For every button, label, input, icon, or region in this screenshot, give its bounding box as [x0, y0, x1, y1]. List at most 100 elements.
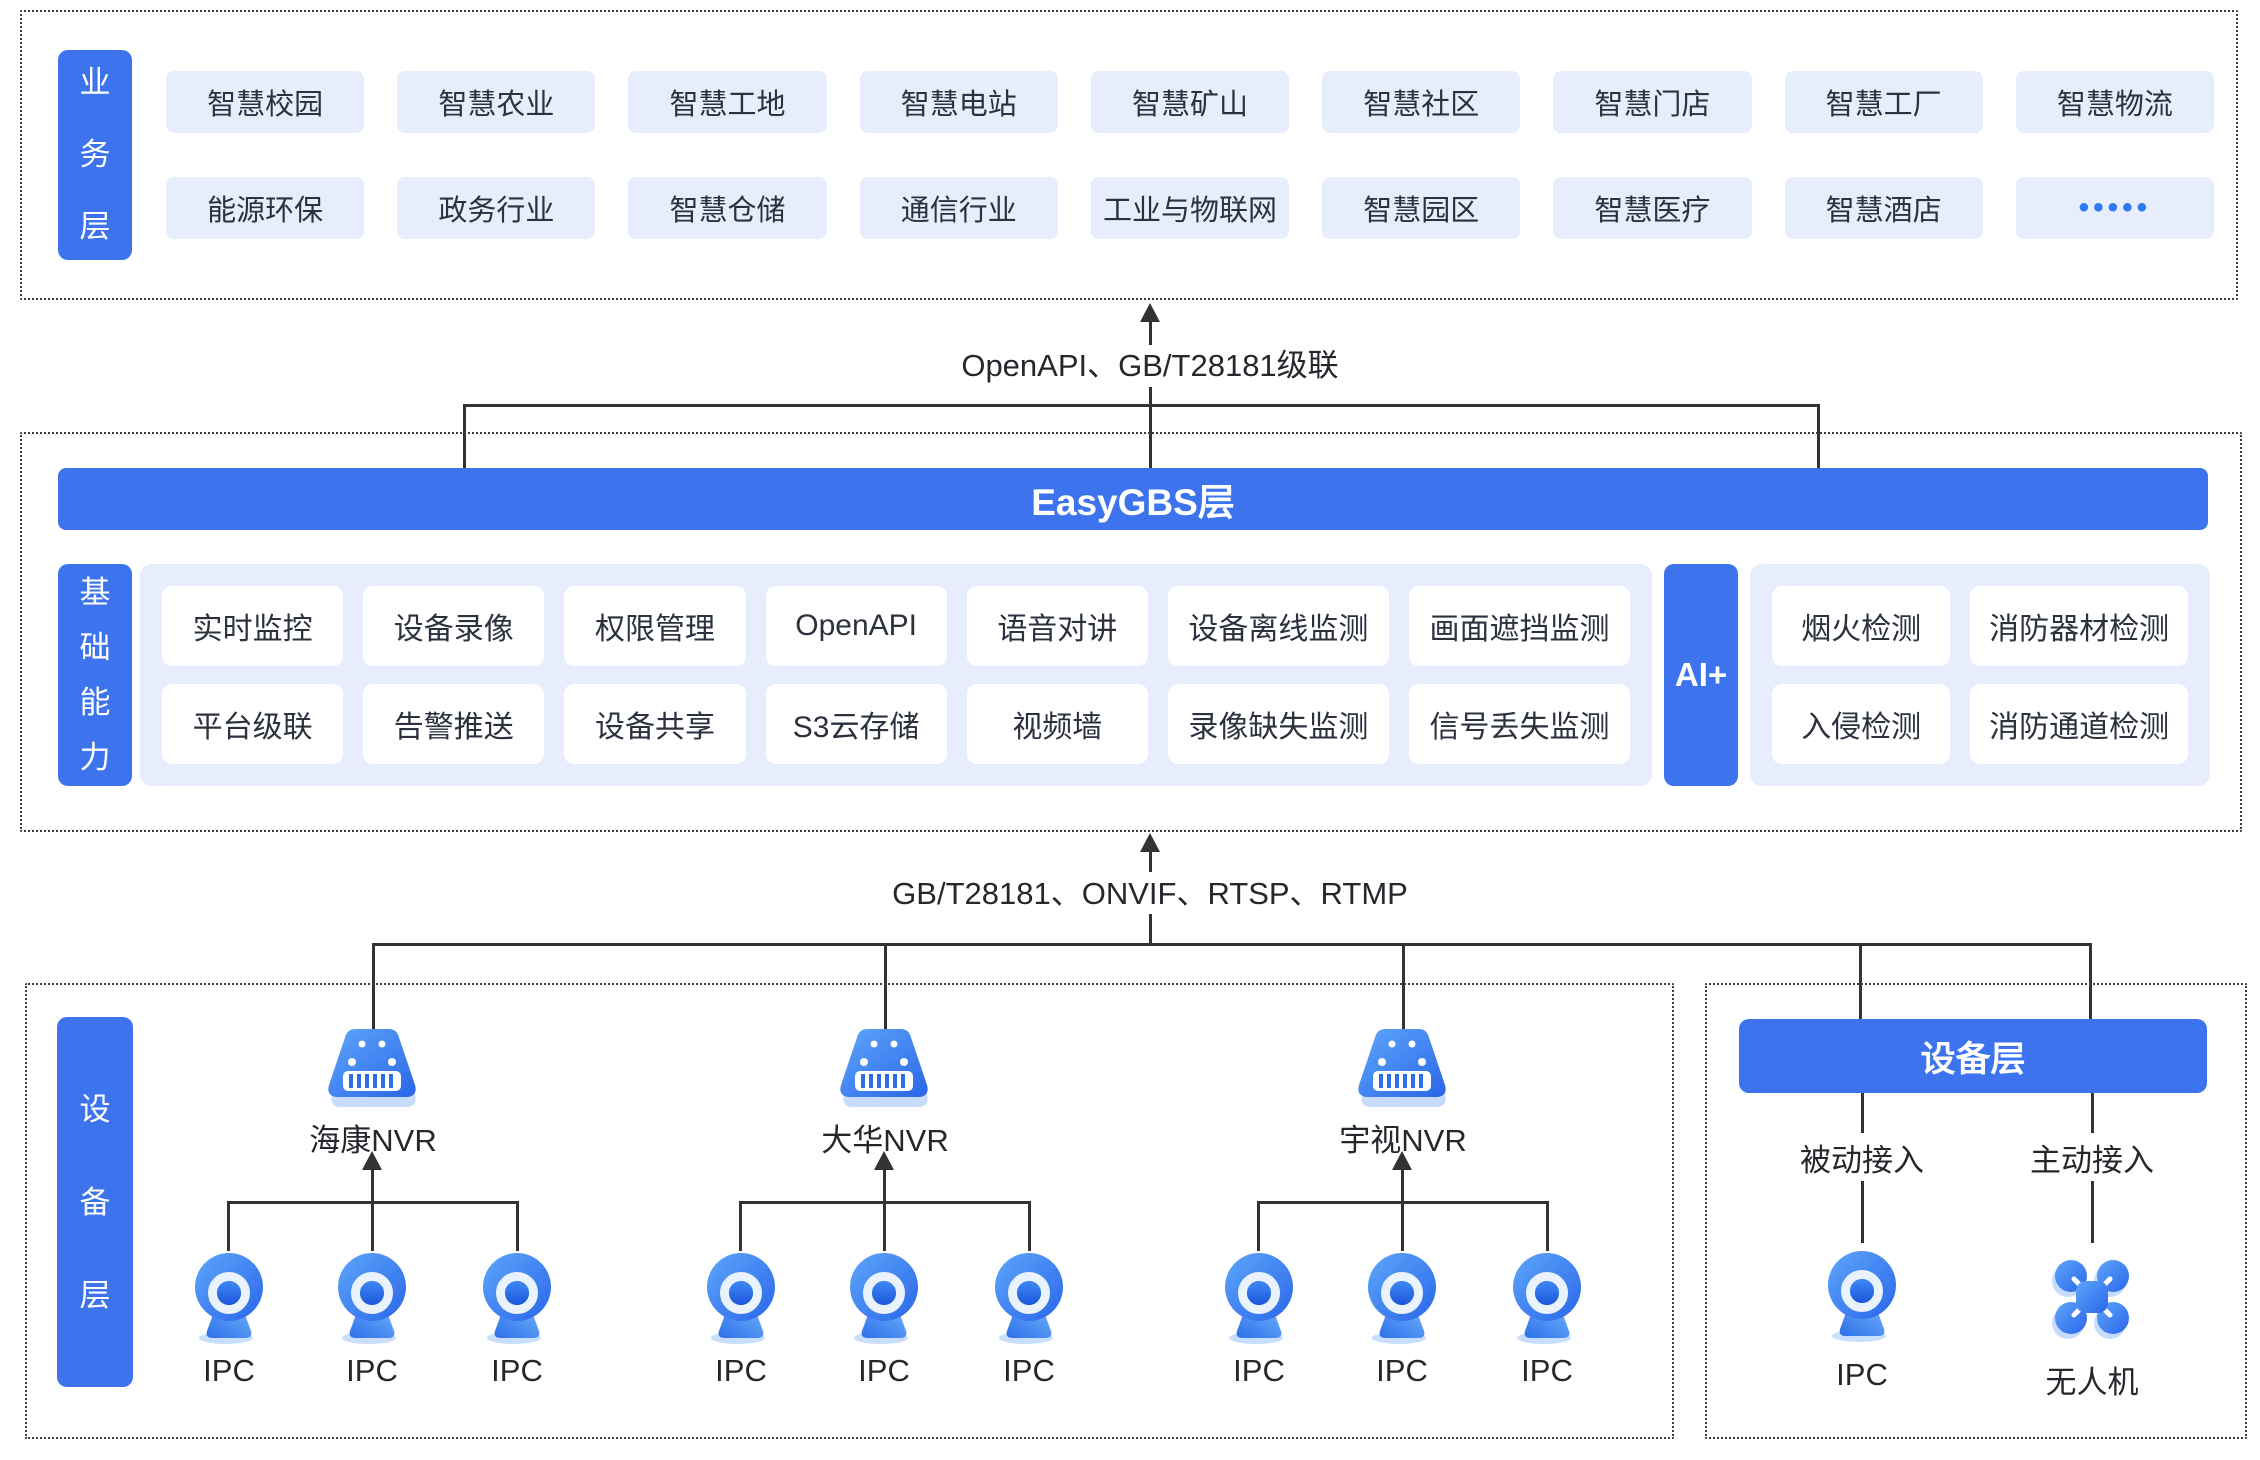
- capability-panel: 实时监控 设备录像 权限管理 OpenAPI 语音对讲 设备离线监测 画面遮挡监…: [140, 564, 1652, 786]
- connector-line: [884, 943, 887, 1029]
- capability-item: 设备录像: [363, 586, 545, 666]
- capability-item: 平台级联: [162, 684, 344, 764]
- connector-line: [1028, 1201, 1031, 1251]
- access-mode-label: 主动接入: [2030, 1143, 2154, 1178]
- connector-line: [463, 404, 466, 468]
- top-protocol-label: OpenAPI、GB/T28181级联: [961, 348, 1339, 383]
- easygbs-layer-section: EasyGBS层 基础能力 实时监控 设备录像 权限管理 OpenAPI 语音对…: [20, 432, 2242, 832]
- business-item: 智慧工地: [628, 71, 827, 133]
- device-name: 无人机: [2045, 1365, 2139, 1400]
- nvr-group-hikvision: 海康NVR IPC IPC: [163, 1025, 583, 1407]
- capability-item: 视频墙: [966, 684, 1148, 764]
- drone-icon: [2052, 1260, 2129, 1339]
- nvr-group-uniview: 宇视NVR IPC IPC: [1193, 1025, 1613, 1407]
- capability-item: 设备共享: [564, 684, 746, 764]
- business-item: 政务行业: [397, 177, 596, 239]
- business-item: 智慧校园: [166, 71, 365, 133]
- connector-line: [1858, 943, 1862, 1019]
- device-layer-header: 设备层: [1739, 1019, 2207, 1093]
- connector-line: [370, 1168, 374, 1203]
- connector-line: [1257, 1201, 1260, 1251]
- capability-item: S3云存储: [765, 684, 947, 764]
- ai-item: 烟火检测: [1772, 586, 1951, 666]
- access-mode-label: 被动接入: [1800, 1143, 1924, 1178]
- bottom-protocol-label: GB/T28181、ONVIF、RTSP、RTMP: [892, 876, 1408, 911]
- capability-item: 录像缺失监测: [1167, 684, 1389, 764]
- up-arrow-icon: [874, 1151, 894, 1170]
- connector-line: [1546, 1201, 1549, 1251]
- device-layer-label-text: 设备层: [79, 1091, 111, 1313]
- device-bus-line: [372, 943, 2092, 946]
- device-layer-label: 设备层: [57, 1017, 133, 1387]
- ipc-camera-icon: [1225, 1253, 1293, 1344]
- ipc-camera-icon: [1828, 1251, 1896, 1342]
- nvr-group-dahua: 大华NVR IPC IPC: [675, 1025, 1095, 1407]
- connector-line: [1148, 850, 1152, 872]
- business-item: 智慧农业: [397, 71, 596, 133]
- connector-line: [370, 1201, 374, 1251]
- capability-item: 告警推送: [363, 684, 545, 764]
- ipc-camera-icon: [338, 1253, 406, 1344]
- connector-line: [1860, 1181, 1864, 1243]
- business-item: 通信行业: [859, 177, 1058, 239]
- nvr-icon: [1358, 1029, 1446, 1107]
- connector-line: [1148, 914, 1152, 944]
- connector-line: [882, 1168, 886, 1203]
- ipc-camera: IPC: [686, 1249, 796, 1389]
- connector-line: [1860, 1093, 1864, 1133]
- business-item: 智慧门店: [1553, 71, 1752, 133]
- business-item: 工业与物联网: [1090, 177, 1290, 239]
- capability-item: 设备离线监测: [1167, 586, 1389, 666]
- business-item: 智慧矿山: [1090, 71, 1290, 133]
- easygbs-title-bar: EasyGBS层: [58, 468, 2208, 530]
- ipc-label: IPC: [203, 1353, 255, 1388]
- ipc-label: IPC: [1521, 1353, 1573, 1388]
- ipc-camera: IPC: [974, 1249, 1084, 1389]
- connector-line: [1148, 320, 1152, 345]
- ipc-camera: IPC: [1347, 1249, 1457, 1389]
- capability-item: 画面遮挡监测: [1408, 586, 1630, 666]
- capability-label: 基础能力: [58, 564, 132, 786]
- connector-line: [1148, 387, 1152, 468]
- up-arrow-icon: [362, 1151, 382, 1170]
- business-layer-label-text: 业务层: [79, 65, 111, 244]
- ai-item: 入侵检测: [1772, 684, 1951, 764]
- ipc-label: IPC: [1233, 1353, 1285, 1388]
- ipc-camera: IPC: [1492, 1249, 1602, 1389]
- ipc-camera-icon: [850, 1253, 918, 1344]
- ai-plus-label: AI+: [1664, 564, 1738, 786]
- device-layer-right-section: 设备层 被动接入 IPC 主动接入: [1705, 983, 2247, 1439]
- device-name: IPC: [1836, 1357, 1888, 1392]
- ipc-camera-icon: [1368, 1253, 1436, 1344]
- capability-item: 信号丢失监测: [1408, 684, 1630, 764]
- business-item: 智慧工厂: [1784, 71, 1983, 133]
- connector-line: [1817, 404, 1820, 468]
- capability-item: 语音对讲: [966, 586, 1148, 666]
- connector-line: [2088, 943, 2092, 1019]
- connector-line: [739, 1201, 742, 1251]
- capability-label-text: 基础能力: [79, 575, 111, 775]
- ipc-camera-icon: [483, 1253, 551, 1344]
- ipc-label: IPC: [346, 1353, 398, 1388]
- connector-line: [882, 1201, 886, 1251]
- ai-item: 消防通道检测: [1970, 684, 2188, 764]
- connector-line: [1400, 1201, 1404, 1251]
- connector-line: [227, 1201, 230, 1251]
- business-items-grid: 智慧校园 智慧农业 智慧工地 智慧电站 智慧矿山 智慧社区 智慧门店 智慧工厂 …: [166, 71, 2214, 239]
- ipc-label: IPC: [858, 1353, 910, 1388]
- business-layer-label: 业务层: [58, 50, 132, 260]
- nvr-icon: [328, 1029, 416, 1107]
- device-layer-left-section: 设备层: [25, 983, 1674, 1439]
- ipc-camera: IPC: [829, 1249, 939, 1389]
- ipc-camera-icon: [195, 1253, 263, 1344]
- business-item: 智慧酒店: [1784, 177, 1983, 239]
- business-layer-section: 业务层 智慧校园 智慧农业 智慧工地 智慧电站 智慧矿山 智慧社区 智慧门店 智…: [20, 10, 2238, 300]
- ai-item: 消防器材检测: [1970, 586, 2188, 666]
- up-arrow-icon: [1140, 303, 1160, 322]
- capability-item: 实时监控: [162, 586, 344, 666]
- ipc-label: IPC: [1003, 1353, 1055, 1388]
- business-item-ellipsis: •••••: [2015, 177, 2214, 239]
- nvr-icon: [840, 1029, 928, 1107]
- connector-line: [2090, 1093, 2094, 1133]
